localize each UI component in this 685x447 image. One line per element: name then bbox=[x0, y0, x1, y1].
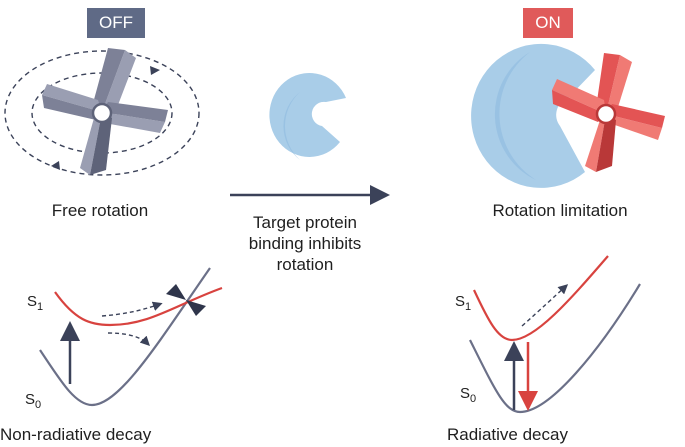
forward-path bbox=[101, 301, 163, 317]
off-energy-diagram: S1 S0 bbox=[25, 267, 223, 411]
s0-curve bbox=[39, 267, 211, 407]
mechanism-line-1: Target protein bbox=[253, 213, 357, 232]
off-badge: OFF bbox=[87, 8, 145, 38]
mechanism-line-2: binding inhibits bbox=[248, 234, 362, 253]
red-rotor bbox=[552, 53, 665, 172]
on-energy-diagram: S1 S0 bbox=[455, 255, 641, 414]
s0-curve bbox=[469, 283, 641, 414]
crossing-top bbox=[166, 284, 186, 300]
off-rotor-group bbox=[4, 48, 200, 176]
free-rotation-caption: Free rotation bbox=[51, 201, 149, 220]
on-complex bbox=[471, 43, 665, 188]
rotor-hub bbox=[91, 102, 113, 124]
return-path bbox=[107, 332, 150, 346]
rotation-limitation-caption: Rotation limitation bbox=[492, 201, 628, 220]
crossing-bottom bbox=[186, 300, 206, 316]
orbit-arrow-top bbox=[150, 66, 160, 75]
mechanism-line-3: rotation bbox=[276, 255, 334, 274]
mechanism-caption: Target protein binding inhibits rotation bbox=[215, 212, 395, 275]
s1-curve bbox=[473, 255, 609, 342]
radiative-caption: Radiative decay bbox=[447, 425, 568, 444]
target-protein bbox=[269, 72, 346, 160]
orbit-arrow-bottom bbox=[51, 161, 60, 170]
off-s1-label: S1 bbox=[27, 293, 43, 313]
bound-protein bbox=[471, 43, 595, 188]
rotor-hub bbox=[595, 103, 617, 125]
on-badge: ON bbox=[523, 8, 573, 38]
relaxation-path bbox=[521, 284, 569, 327]
gray-rotor bbox=[42, 48, 168, 175]
on-s0-label: S0 bbox=[460, 385, 476, 405]
outer-orbit bbox=[4, 50, 200, 176]
non-radiative-caption: Non-radiative decay bbox=[0, 425, 152, 444]
on-s1-label: S1 bbox=[455, 293, 471, 313]
off-s0-label: S0 bbox=[25, 391, 41, 411]
